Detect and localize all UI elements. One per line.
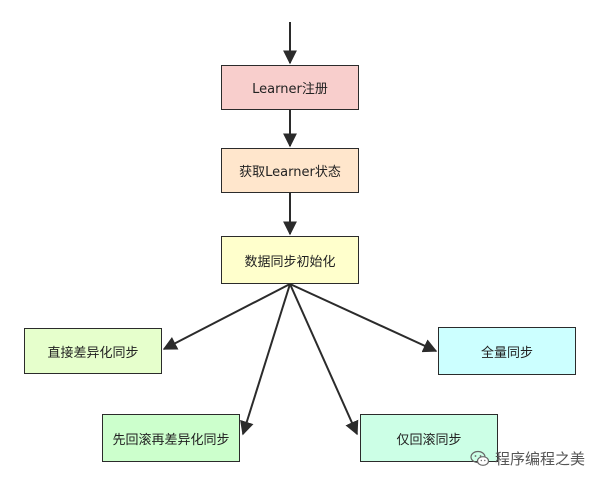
- node-rollback-then-diff-sync: 先回滚再差异化同步: [102, 414, 240, 462]
- wechat-icon: [470, 450, 490, 466]
- node-label: 仅回滚同步: [396, 432, 462, 448]
- node-get-learner-state: 获取Learner状态: [221, 148, 359, 193]
- node-data-sync-init: 数据同步初始化: [221, 236, 359, 284]
- watermark-text: 程序编程之美: [495, 450, 586, 468]
- node-label: 数据同步初始化: [244, 254, 336, 270]
- arrow-init-to-rollback-only: [289, 283, 359, 436]
- node-direct-diff-sync: 直接差异化同步: [24, 328, 162, 374]
- node-label: 直接差异化同步: [47, 345, 139, 361]
- arrow-init-to-direct-diff: [162, 283, 291, 350]
- node-full-sync: 全量同步: [438, 327, 576, 375]
- watermark: 程序编程之美: [470, 448, 585, 469]
- node-label: 获取Learner状态: [239, 165, 341, 180]
- node-label: 先回滚再差异化同步: [112, 432, 230, 448]
- arrow-init-to-full: [289, 283, 438, 353]
- node-rollback-only-sync: 仅回滚同步: [360, 414, 498, 462]
- node-label: 全量同步: [480, 345, 533, 361]
- arrow-init-to-rollback-diff: [240, 283, 291, 436]
- node-label: Learner注册: [252, 82, 328, 97]
- node-learner-register: Learner注册: [221, 65, 359, 110]
